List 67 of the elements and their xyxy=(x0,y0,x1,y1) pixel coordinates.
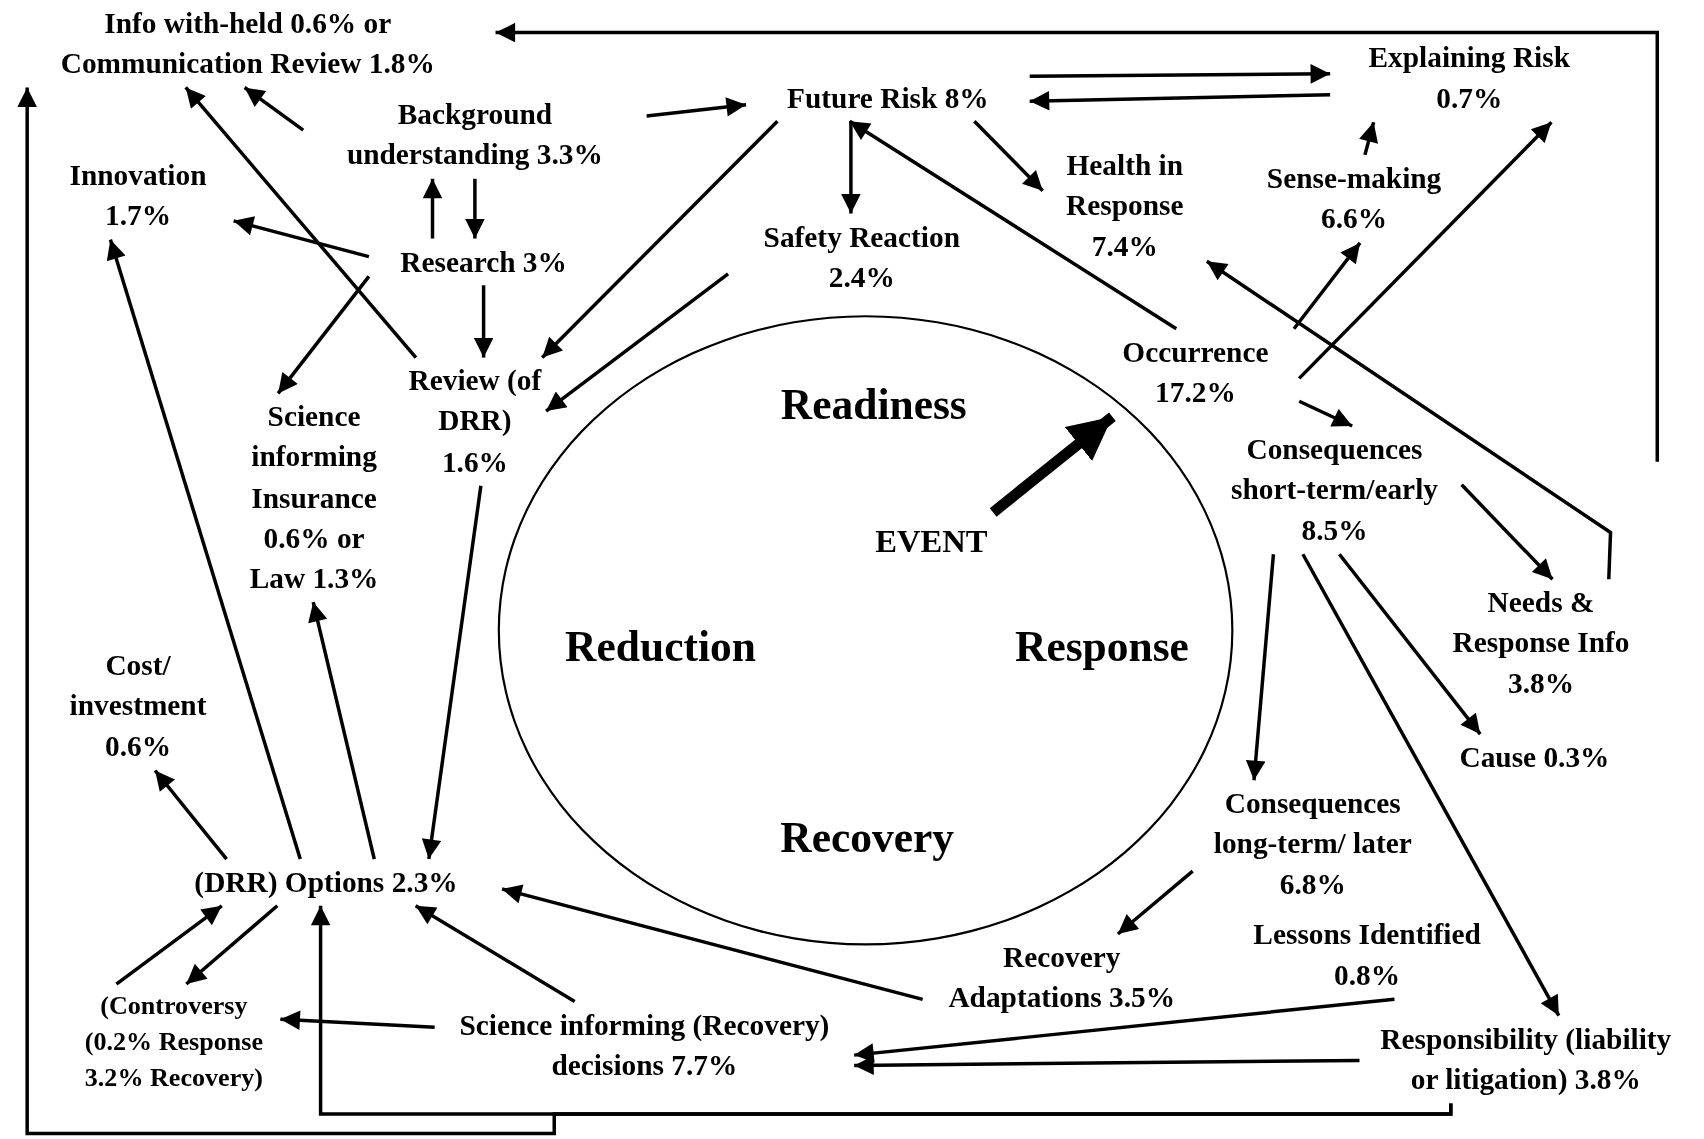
arrow xyxy=(541,119,779,359)
arrow xyxy=(184,86,418,359)
topic-label: Consequences long-term/ later 6.8% xyxy=(1195,783,1430,905)
topic-label: Health in Response 7.4% xyxy=(1046,145,1204,268)
arrow xyxy=(308,601,376,860)
topic-label: Consequences short-term/early 8.5% xyxy=(1210,429,1459,551)
arrow xyxy=(854,997,1395,1063)
arrow xyxy=(473,285,494,358)
arrow xyxy=(233,216,370,259)
topic-label: Explaining Risk 0.7% xyxy=(1333,37,1606,119)
topic-label: Background understanding 3.3% xyxy=(306,94,644,175)
arrow xyxy=(465,178,485,239)
arrow xyxy=(276,275,371,395)
arrow xyxy=(1460,483,1554,581)
topic-label: (Controversy (0.2% Response 3.2% Recovery) xyxy=(70,987,278,1096)
arrow xyxy=(1029,64,1331,84)
arrow xyxy=(1292,241,1362,330)
topic-label: Cost/ investment 0.6% xyxy=(48,645,228,767)
arrow xyxy=(1245,554,1276,781)
topic-label: Occurrence 17.2% xyxy=(1094,332,1296,413)
arrow xyxy=(501,884,924,1002)
topic-label: Responsibility (liability or litigation) 3.8% xyxy=(1362,1018,1689,1100)
phase-label: Readiness xyxy=(780,378,967,430)
arrow xyxy=(243,86,305,132)
arrow xyxy=(973,119,1044,192)
arrow xyxy=(495,22,1659,462)
topic-label: Sense-making 6.6% xyxy=(1239,158,1469,240)
topic-label: Science informing (Recovery) decisions 7.7% xyxy=(437,1004,851,1086)
topic-label: Review (of DRR) 1.6% xyxy=(407,360,543,483)
topic-label: Lessons Identified 0.8% xyxy=(1247,914,1487,996)
arrow xyxy=(848,119,1178,331)
topic-label: Cause 0.3% xyxy=(1433,737,1635,778)
arrow xyxy=(414,904,576,1003)
arrow xyxy=(421,485,483,860)
phase-label: Reduction xyxy=(565,620,756,672)
phase-label: Recovery xyxy=(780,811,955,863)
topic-label: Info with-held 0.6% or Communication Review 1.8% xyxy=(3,2,493,84)
topic-label: Future Risk 8% xyxy=(749,77,1027,119)
topic-label: EVENT xyxy=(855,517,1008,563)
arrow xyxy=(422,178,443,239)
arrow xyxy=(1297,121,1553,380)
arrow xyxy=(185,904,279,986)
arrow xyxy=(989,412,1116,517)
topic-label: Research 3% xyxy=(372,241,595,283)
arrow xyxy=(115,904,223,986)
arrow xyxy=(1298,399,1353,428)
arrow xyxy=(854,1055,1360,1075)
arrow xyxy=(545,272,730,413)
topic-label: Science informing Insurance 0.6% or Law 1.3% xyxy=(235,396,393,600)
arrow xyxy=(1029,91,1331,111)
arrow xyxy=(153,769,228,861)
topic-label: (DRR) Options 2.3% xyxy=(153,862,499,903)
arrow xyxy=(1301,553,1561,1017)
arrow xyxy=(1205,259,1613,580)
phase-label: Response xyxy=(1015,620,1189,672)
topic-label: Safety Reaction 2.4% xyxy=(731,216,993,298)
arrow xyxy=(841,121,861,214)
arrow xyxy=(280,1010,435,1031)
arrow xyxy=(646,97,747,118)
arrow xyxy=(1116,869,1194,936)
arrow xyxy=(17,87,1453,1136)
topic-label: Needs & Response Info 3.8% xyxy=(1432,582,1650,704)
arrow xyxy=(106,239,302,860)
arrow xyxy=(1338,553,1482,736)
topic-label: Recovery Adaptations 3.5% xyxy=(925,937,1198,1019)
arrow xyxy=(1359,121,1379,156)
topic-label: Innovation 1.7% xyxy=(45,154,231,236)
